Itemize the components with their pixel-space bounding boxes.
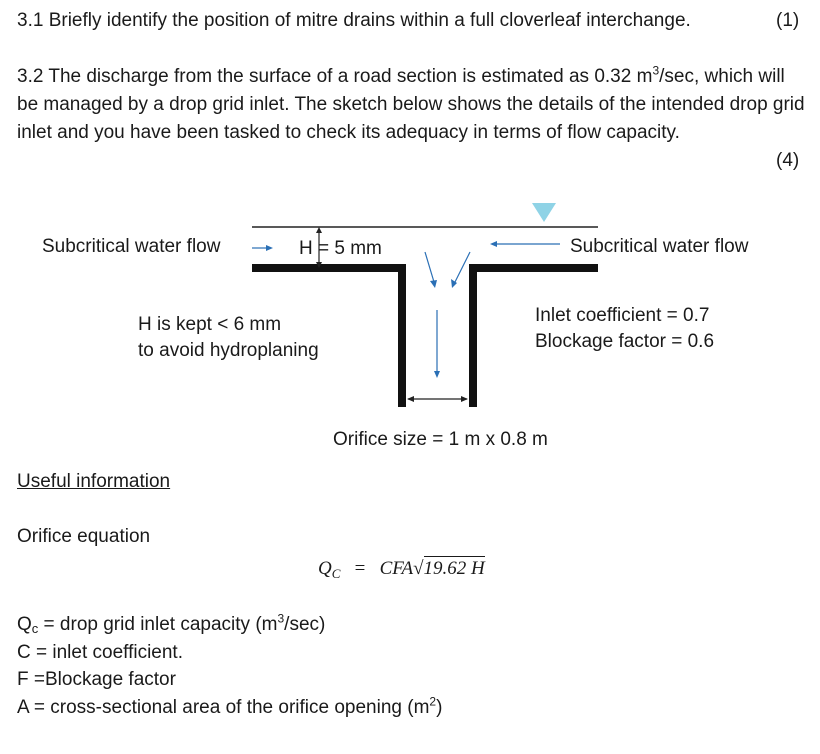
definition-qc: Qc = drop grid inlet capacity (m3/sec) [17,611,325,643]
inflow-arrowhead-right [451,279,457,288]
right-road-wall [469,264,598,407]
inflow-arrowhead-left [430,280,437,288]
inflow-arrow-right [454,251,471,283]
left-road-wall [252,264,406,407]
depth-label: H = 5 mm [299,238,382,259]
orifice-arrow-right [461,396,468,402]
orifice-equation: QC = CFA√19.62 H [318,556,485,581]
inflow-arrow-left [424,251,435,283]
blockage-factor-label: Blockage factor = 0.6 [535,331,715,352]
def-qc-sub: c [31,621,39,636]
q32-text-part1: 3.2 The discharge from the surface of a … [17,66,653,87]
def-qc-sup: 3 [277,611,285,626]
h-arrow-down [316,262,322,268]
orifice-size-label: Orifice size = 1 m x 0.8 m [333,429,548,450]
eq-lhs-sub: C [331,566,341,581]
left-flow-label: Subcritical water flow [42,236,221,257]
right-flow-label: Subcritical water flow [570,236,749,257]
hydroplaning-note-line2: to avoid hydroplaning [138,340,319,361]
question-3-2-marks: (4) [776,150,800,171]
right-flow-arrowhead [490,241,497,247]
definition-c: C = inlet coefficient. [17,642,183,663]
question-3-1-text: 3.1 Briefly identify the position of mit… [17,10,691,31]
downflow-arrowhead [434,371,440,378]
question-3-2-text: 3.2 The discharge from the surface of a … [17,63,807,147]
left-flow-arrowhead [266,245,273,251]
definition-f: F =Blockage factor [17,669,176,690]
definition-a: A = cross-sectional area of the orifice … [17,694,442,722]
def-a-pre: A = cross-sectional area of the orifice … [17,697,430,718]
def-qc-pre: Q [17,614,32,635]
q32-text-part2: /sec, which will be managed by a drop gr… [17,66,805,143]
eq-lhs: Q [318,558,332,579]
useful-info-heading: Useful information [17,471,171,492]
eq-rhs: CFA [379,558,414,579]
orifice-equation-title: Orifice equation [17,526,151,547]
inlet-coefficient-label: Inlet coefficient = 0.7 [535,305,710,326]
def-a-end: ) [436,697,443,718]
orifice-arrow-left [407,396,414,402]
def-a-sup: 2 [429,694,437,709]
eq-radicand: 19.62 H [423,556,485,579]
def-qc-post: = drop grid inlet capacity (m [38,614,278,635]
h-arrow-up [316,227,322,233]
def-qc-end: /sec) [284,614,326,635]
question-3-1-marks: (1) [776,10,800,31]
water-level-icon [532,203,556,222]
q32-text-sup: 3 [652,63,660,78]
drop-grid-inlet-sketch [252,203,598,407]
hydroplaning-note-line1: H is kept < 6 mm [138,314,282,335]
